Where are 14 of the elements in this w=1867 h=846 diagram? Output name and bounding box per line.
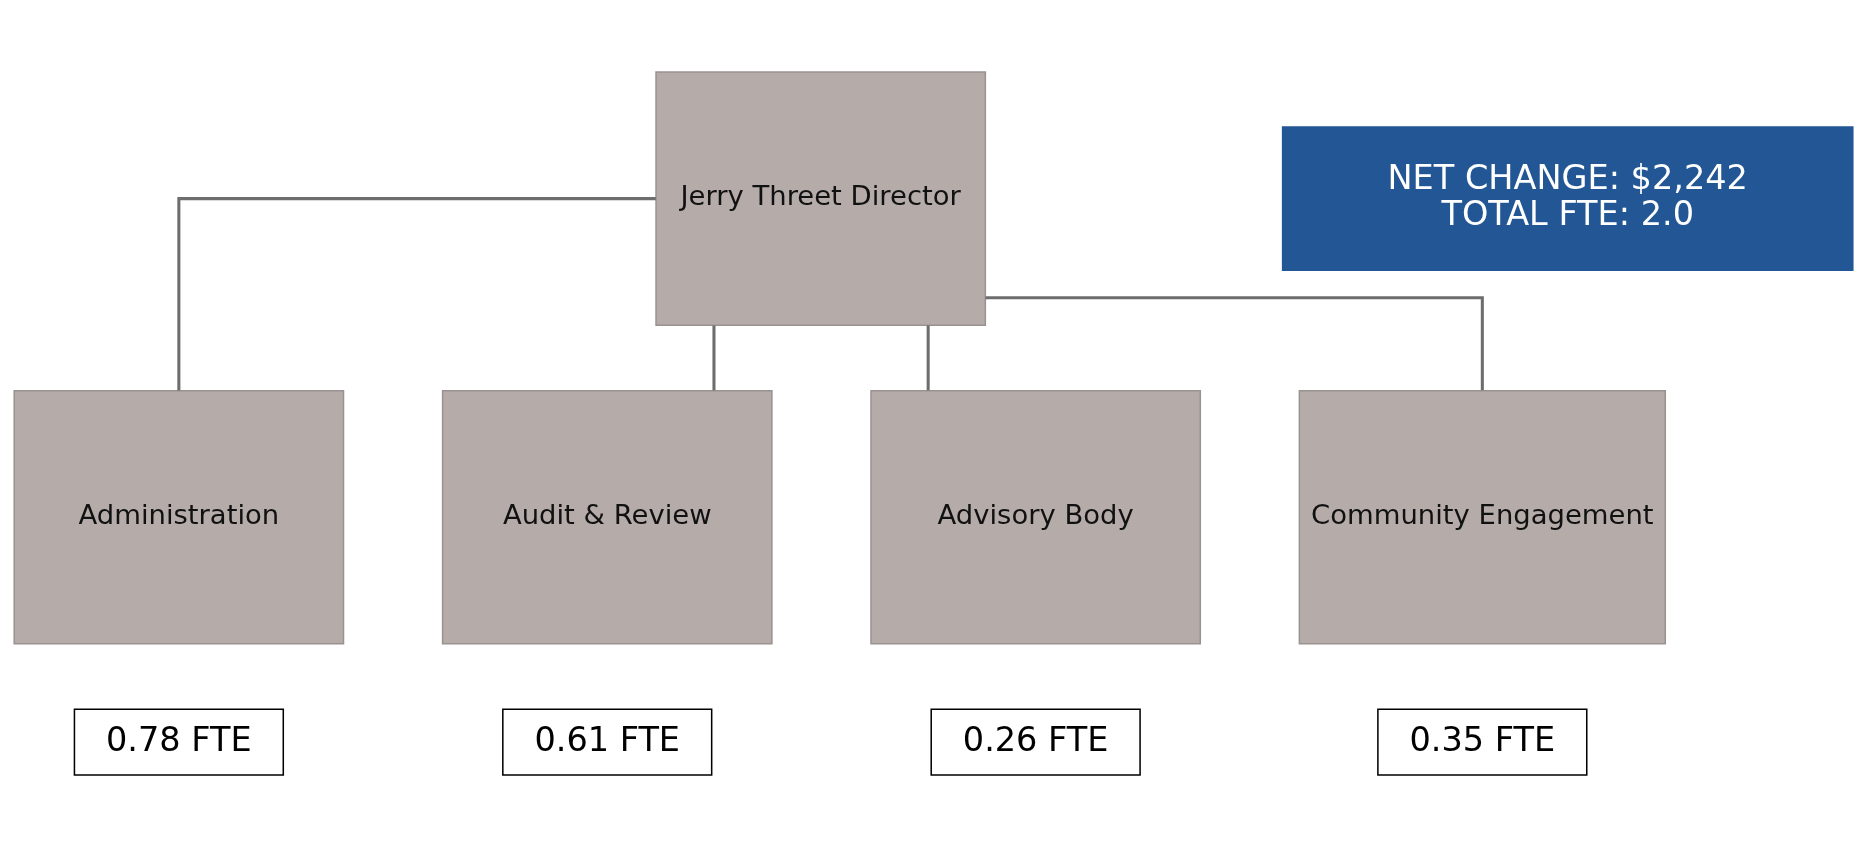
connector <box>177 196 656 390</box>
node-box: 0.61 FTE <box>502 708 713 776</box>
node-box: 0.78 FTE <box>73 708 285 776</box>
connector <box>985 295 1484 390</box>
node-box: Advisory Body <box>870 389 1202 645</box>
node-box: Community Engagement <box>1298 389 1667 645</box>
connector <box>926 324 930 390</box>
node-box: Audit & Review <box>441 389 773 645</box>
node-box: Administration <box>13 389 345 645</box>
connector <box>712 324 716 390</box>
node-box: 0.26 FTE <box>930 708 1141 776</box>
node-box: 0.35 FTE <box>1377 708 1588 776</box>
node-box: Jerry Threet Director <box>655 70 987 326</box>
node-box: NET CHANGE: $2,242 TOTAL FTE: 2.0 <box>1281 125 1854 271</box>
